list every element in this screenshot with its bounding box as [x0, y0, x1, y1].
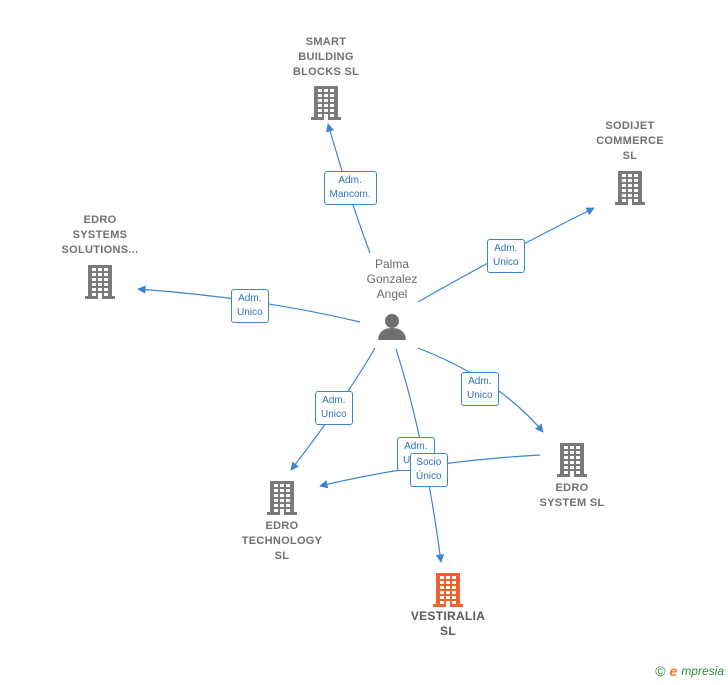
- edrotech-label[interactable]: EDRO TECHNOLOGY SL: [241, 520, 323, 562]
- edge-label-person-smart[interactable]: Adm. Mancom.: [323, 171, 377, 205]
- person-icon[interactable]: [378, 314, 406, 340]
- vestiralia-label[interactable]: VESTIRALIA SL: [410, 609, 486, 638]
- smart-building-icon[interactable]: [311, 86, 341, 120]
- sodijet-label[interactable]: SODIJET COMMERCE SL: [596, 120, 664, 162]
- edrosolutions-building-icon[interactable]: [85, 265, 115, 299]
- edrosystem-label[interactable]: EDRO SYSTEM SL: [539, 482, 605, 509]
- person-name-label[interactable]: Palma Gonzalez Angel: [366, 257, 418, 301]
- edge-label-person-edrotech[interactable]: Adm. Unico: [315, 391, 353, 425]
- edrotech-building-icon[interactable]: [267, 481, 297, 515]
- vestiralia-building-icon[interactable]: [433, 573, 463, 607]
- edrosolutions-label[interactable]: EDRO SYSTEMS SOLUTIONS...: [61, 214, 139, 256]
- smart-label[interactable]: SMART BUILDING BLOCKS SL: [292, 36, 360, 78]
- edge-label-person-edrosolutions[interactable]: Adm. Unico: [231, 289, 269, 323]
- edge-label-person-sodijet[interactable]: Adm. Unico: [487, 239, 525, 273]
- edge-label-edrosystem-edrotech[interactable]: Socio Único: [410, 453, 448, 487]
- brand-name: mpresia: [681, 664, 724, 678]
- sodijet-building-icon[interactable]: [615, 171, 645, 205]
- brand-initial: e: [669, 663, 678, 679]
- edge-label-person-edrosystem[interactable]: Adm. Unico: [461, 372, 499, 406]
- copyright-symbol: ©: [655, 663, 666, 679]
- edrosystem-building-icon[interactable]: [557, 443, 587, 477]
